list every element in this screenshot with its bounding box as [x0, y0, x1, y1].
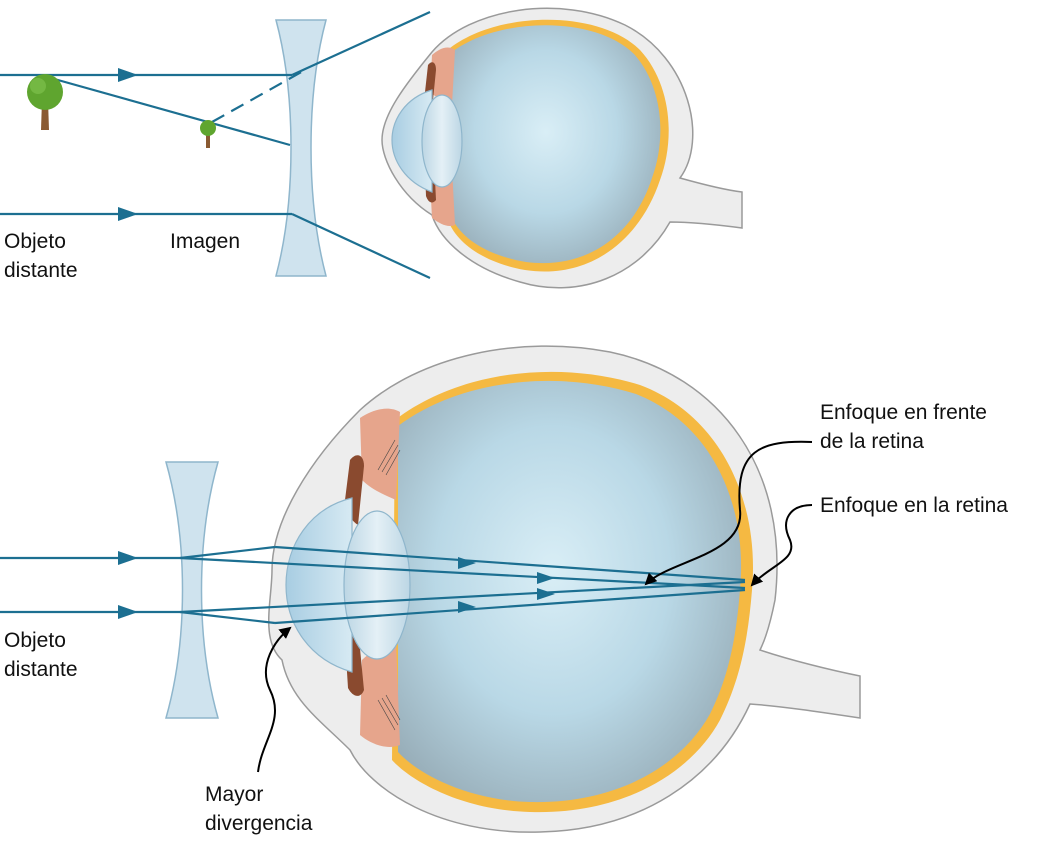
divergence-label-line2: divergencia: [205, 812, 313, 835]
top-ray-2-out: [291, 213, 431, 279]
focus-front-label-line1: Enfoque en frente: [820, 401, 987, 424]
top-vitreous: [452, 25, 661, 264]
bottom-ciliary-upper: [360, 408, 400, 500]
bottom-ray-lower-divergent: [179, 610, 276, 625]
callout-focus-retina-pointer: [750, 504, 813, 587]
top-image-label: Imagen: [170, 227, 240, 256]
top-rays: [0, 10, 431, 279]
top-ray-virtual-trace: [211, 69, 306, 123]
top-object-label-line2: distante: [4, 259, 78, 282]
divergence-label-line1: Mayor: [205, 783, 264, 806]
bottom-inner-arrow-4: [458, 601, 476, 613]
focus-retina-label-text: Enfoque en la retina: [820, 494, 1008, 517]
bottom-panel: [0, 345, 861, 833]
focus-front-label: Enfoque en frente de la retina: [820, 398, 987, 456]
bottom-concave-lens: [165, 461, 219, 719]
tree-canopy-highlight: [30, 78, 46, 94]
bottom-crystalline-lens: [343, 510, 411, 660]
bottom-ray-upper-arrow: [118, 551, 138, 565]
top-object-label: Objeto distante: [4, 227, 78, 285]
small-tree-trunk: [206, 133, 210, 148]
divergence-label: Mayor divergencia: [205, 780, 312, 838]
top-object-label-line1: Objeto: [4, 230, 66, 253]
bottom-inner-arrow-2: [537, 572, 555, 584]
bottom-zonules: [377, 439, 401, 731]
top-eye: [381, 7, 743, 289]
top-ray-1-arrow: [118, 68, 138, 82]
top-ray-diagonal: [39, 73, 291, 147]
top-ciliary-upper: [430, 47, 455, 105]
top-concave-lens: [275, 19, 327, 277]
focus-front-label-line2: de la retina: [820, 430, 924, 453]
distant-object-tree-icon: [27, 74, 63, 130]
bottom-ray-upper-divergent: [179, 545, 276, 560]
bottom-ray-lower-a: [179, 580, 746, 614]
bottom-object-label-line1: Objeto: [4, 629, 66, 652]
bottom-inner-arrow-1: [458, 557, 476, 569]
bottom-ray-lower-b: [274, 588, 746, 625]
image-tree-icon: [200, 120, 216, 148]
focus-retina-label: Enfoque en la retina: [820, 491, 1008, 520]
top-image-label-text: Imagen: [170, 230, 241, 253]
top-cornea: [391, 89, 433, 193]
top-ray-2-arrow: [118, 207, 138, 221]
bottom-ray-lower-arrow: [118, 605, 138, 619]
bottom-inner-arrow-3: [537, 588, 555, 600]
top-crystalline-lens: [421, 94, 463, 188]
callout-focus-front-pointer: [644, 440, 813, 586]
small-tree-canopy: [200, 120, 216, 136]
callout-divergence-pointer: [257, 626, 292, 773]
bottom-eye: [268, 345, 861, 833]
top-panel: [0, 7, 743, 289]
bottom-object-label-line2: distante: [4, 658, 78, 681]
bottom-ray-upper-b: [274, 545, 746, 582]
top-ray-1-out: [291, 10, 431, 77]
bottom-object-label: Objeto distante: [4, 626, 78, 684]
tree-canopy: [27, 74, 63, 110]
bottom-cornea: [285, 497, 353, 673]
